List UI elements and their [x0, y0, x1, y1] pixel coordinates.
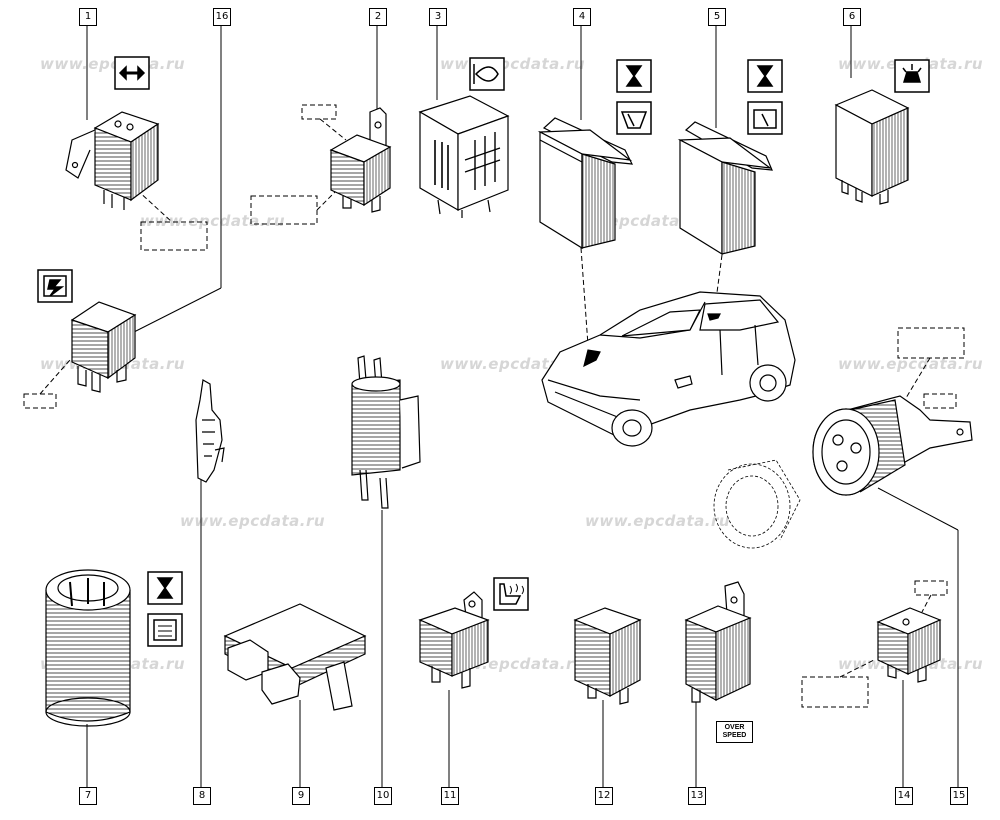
rear-window-defrost-icon — [147, 613, 183, 647]
watermark: www.epcdata.ru — [180, 512, 326, 530]
watermark: www.epcdata.ru — [838, 355, 984, 373]
relay-1 — [65, 111, 160, 210]
relay-13 — [684, 581, 752, 703]
heated-seat-icon — [493, 577, 529, 611]
seat-heater-lightning-icon — [37, 269, 73, 303]
watermark: www.epcdata.ru — [585, 512, 731, 530]
callout-12: 12 — [595, 787, 613, 805]
car-illustration — [541, 291, 796, 447]
relay-14 — [876, 607, 942, 683]
flasher-unit-3 — [418, 95, 510, 218]
overspeed-label: OVER SPEED — [716, 721, 753, 743]
callout-10: 10 — [374, 787, 392, 805]
cylinder-relay-7 — [45, 569, 131, 727]
front-wiper-icon — [616, 101, 652, 135]
callout-7: 7 — [79, 787, 97, 805]
relay-11 — [418, 591, 490, 689]
timer-relay-4 — [537, 117, 634, 250]
rear-wiper-icon — [747, 101, 783, 135]
capacitor-unit-10 — [351, 355, 421, 509]
hourglass-timer-icon — [747, 59, 783, 93]
callout-11: 11 — [441, 787, 459, 805]
relay-2 — [329, 107, 392, 213]
callout-14: 14 — [895, 787, 913, 805]
headlamp-icon — [469, 57, 505, 91]
module-9 — [223, 603, 367, 711]
callout-3: 3 — [429, 8, 447, 26]
relay-6 — [834, 89, 910, 205]
fuse-holder-8 — [195, 379, 225, 483]
watermark: www.epcdata.ru — [440, 355, 586, 373]
callout-16: 16 — [213, 8, 231, 26]
hourglass-timer-icon — [616, 59, 652, 93]
timer-relay-5 — [677, 121, 773, 256]
connector-15 — [812, 395, 973, 496]
interior-light-icon — [894, 59, 930, 93]
callout-15: 15 — [950, 787, 968, 805]
arrows-left-right-icon — [114, 56, 150, 90]
callout-9: 9 — [292, 787, 310, 805]
hourglass-timer-icon — [147, 571, 183, 605]
relay-16 — [70, 301, 137, 393]
relay-12 — [573, 607, 642, 705]
callout-2: 2 — [369, 8, 387, 26]
connector-ghost — [713, 459, 801, 549]
callout-6: 6 — [843, 8, 861, 26]
callout-13: 13 — [688, 787, 706, 805]
callout-4: 4 — [573, 8, 591, 26]
watermark: www.epcdata.ru — [140, 212, 286, 230]
callout-8: 8 — [193, 787, 211, 805]
callout-1: 1 — [79, 8, 97, 26]
callout-5: 5 — [708, 8, 726, 26]
